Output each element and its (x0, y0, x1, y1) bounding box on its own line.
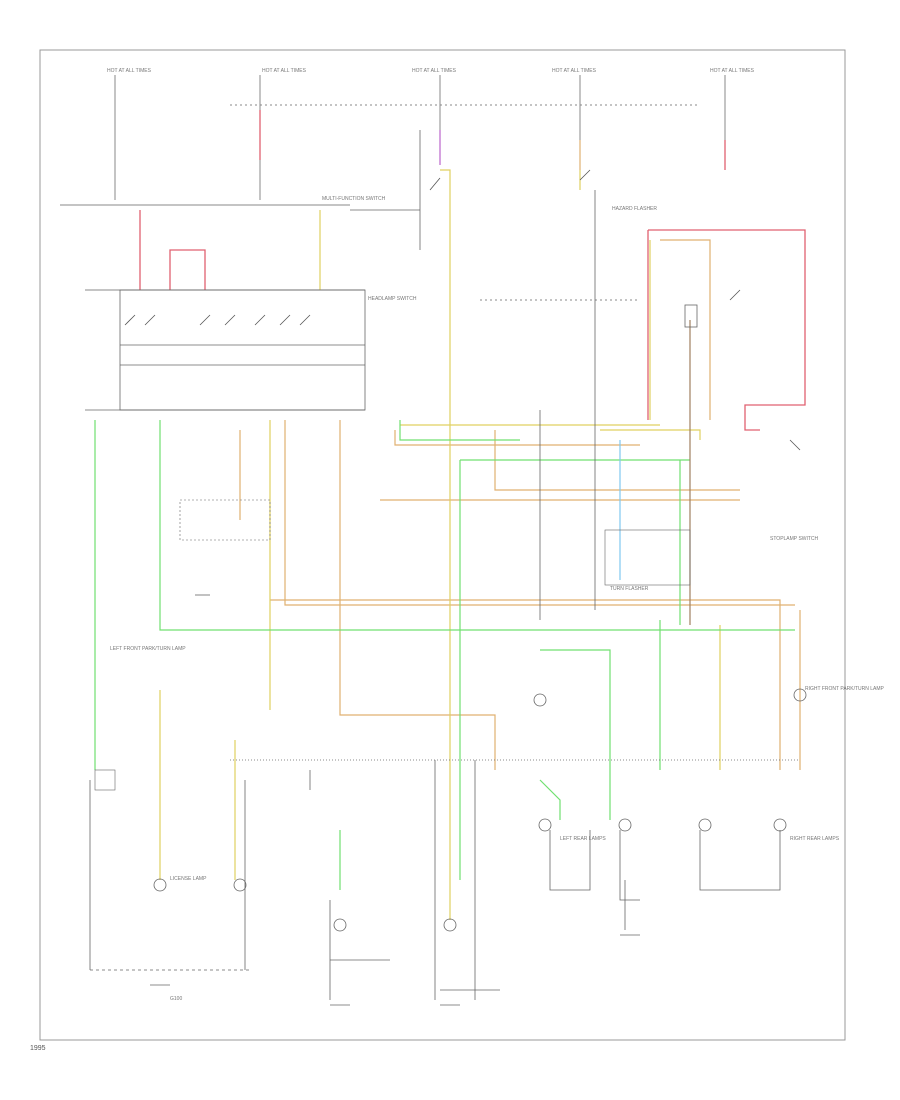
fuse-label: HOT AT ALL TIMES (412, 68, 457, 74)
component-label: HAZARD FLASHER (612, 206, 657, 212)
component-label: LEFT REAR LAMPS (560, 836, 606, 842)
black-wires (85, 130, 800, 1000)
fuse-label: HOT AT ALL TIMES (262, 68, 307, 74)
page-code: 1995 (30, 1045, 46, 1052)
switch-contacts (124, 169, 801, 451)
connector-blocks (94, 499, 691, 791)
orange-wires (239, 140, 801, 770)
fuse-label: HOT AT ALL TIMES (710, 68, 755, 74)
yellow-wires (159, 169, 721, 920)
component-label: STOPLAMP SWITCH (770, 536, 819, 542)
diagram-border (39, 49, 846, 1041)
component-label: LICENSE LAMP (170, 876, 207, 882)
component-label: RIGHT REAR LAMPS (790, 836, 840, 842)
red-wires (139, 110, 806, 431)
component-label: RIGHT FRONT PARK/TURN LAMP (805, 686, 885, 692)
fuse-label: HOT AT ALL TIMES (107, 68, 152, 74)
switch-label: HEADLAMP SWITCH (368, 296, 417, 302)
ground-symbols (150, 594, 640, 1006)
lamp-bulbs (153, 304, 807, 932)
green-wires (94, 420, 795, 890)
fuse-supply-lines (60, 75, 726, 301)
component-label: LEFT FRONT PARK/TURN LAMP (110, 646, 186, 652)
switch-label: MULTI-FUNCTION SWITCH (322, 196, 386, 202)
component-label: TURN FLASHER (610, 586, 649, 592)
fuse-label: HOT AT ALL TIMES (552, 68, 597, 74)
ground-label: G100 (170, 996, 182, 1002)
